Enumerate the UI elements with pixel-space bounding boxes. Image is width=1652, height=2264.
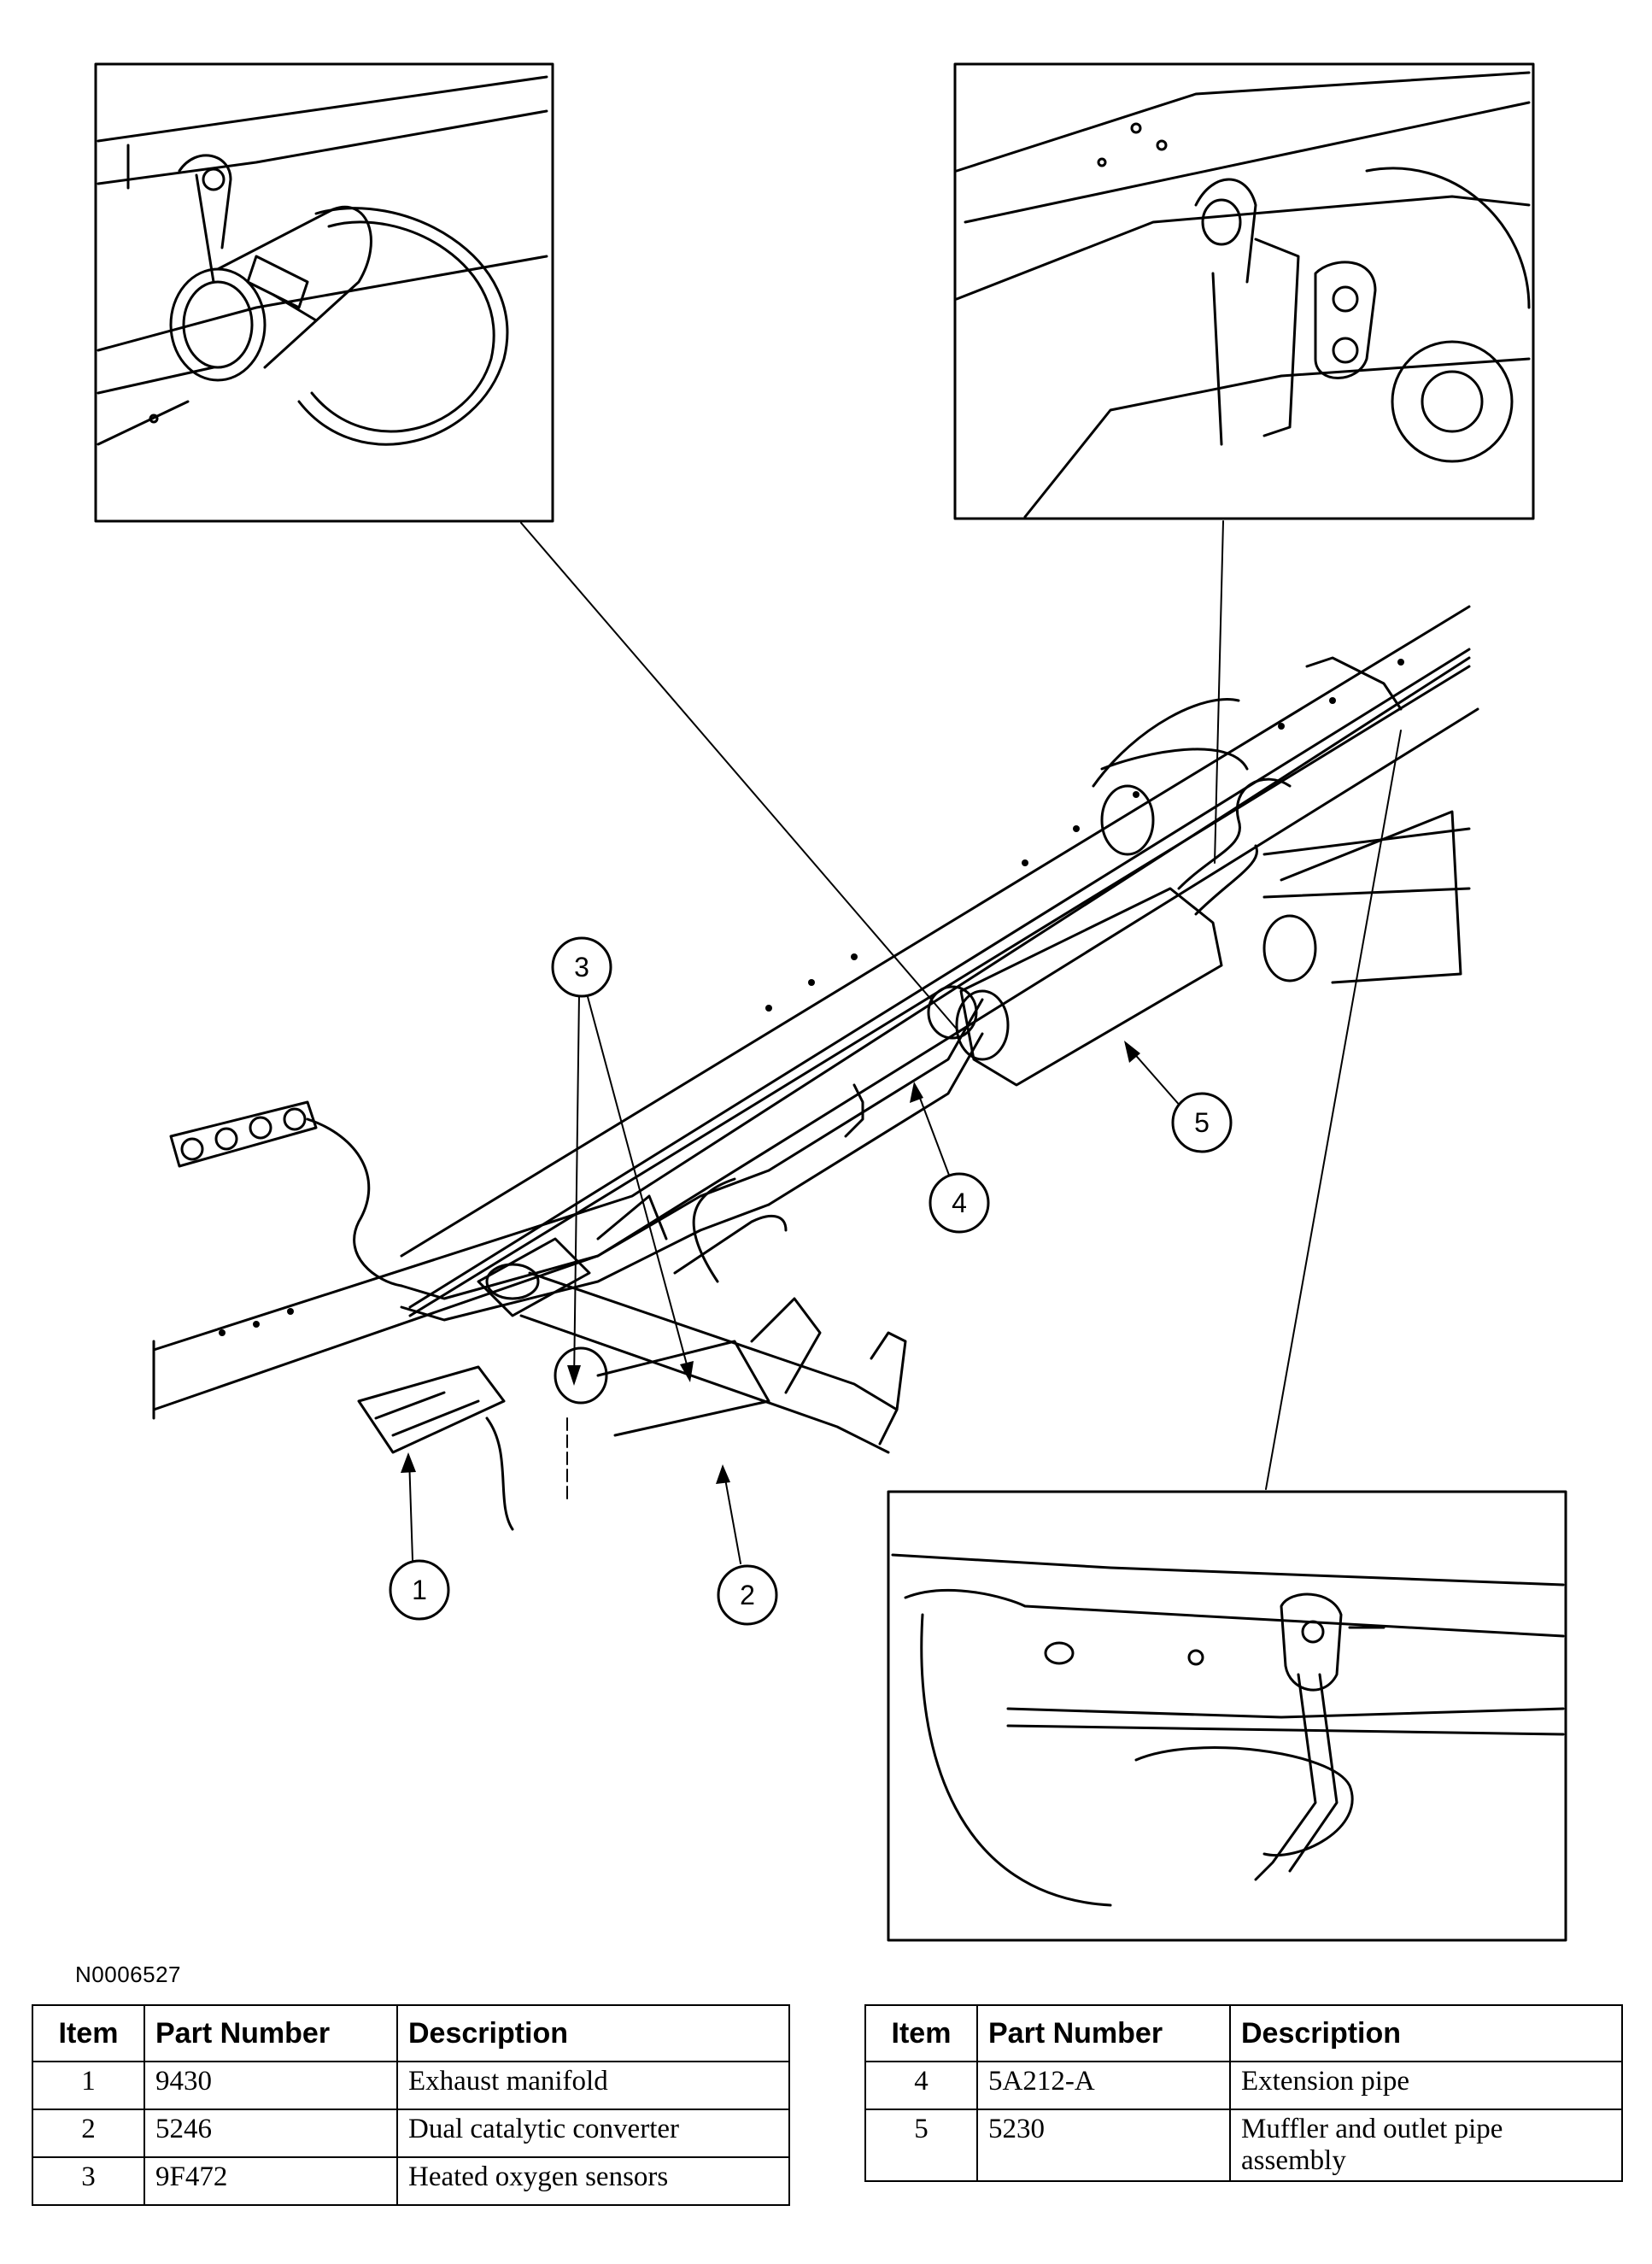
- item-cell: 3: [32, 2156, 145, 2206]
- frame-holes: [219, 659, 1404, 1336]
- description-cell: Exhaust manifold: [396, 2061, 790, 2110]
- description-cell: Muffler and outlet pipe assembly: [1229, 2109, 1623, 2182]
- table-row: 3 9F472 Heated oxygen sensors: [32, 2156, 790, 2206]
- table-header-row: Item Part Number Description: [864, 2004, 1623, 2062]
- exhaust-manifold-right: [357, 1365, 514, 1531]
- rear-axle: [1100, 748, 1471, 899]
- detail-inset-rear-hanger: [953, 62, 1535, 520]
- callout-2-label: 2: [740, 1580, 755, 1610]
- detail-inset-front-clamp: [94, 62, 554, 523]
- callout-4: 4: [929, 1172, 990, 1234]
- callout-2: 2: [717, 1564, 778, 1626]
- part-number-cell: 5A212-A: [976, 2061, 1231, 2110]
- description-header: Description: [1229, 2004, 1623, 2062]
- detail-inset-mid-hanger: [887, 1490, 1567, 1942]
- item-cell: 1: [32, 2061, 145, 2110]
- callout-1-label: 1: [412, 1575, 427, 1605]
- exhaust-system-diagram: 1 2 3 4 5: [94, 62, 1567, 1942]
- item-header: Item: [864, 2004, 978, 2062]
- callout-3: 3: [551, 936, 612, 998]
- item-cell: 4: [864, 2061, 978, 2110]
- exhaust-manifold-left: [169, 1100, 403, 1287]
- part-number-cell: 9430: [144, 2061, 398, 2110]
- part-number-cell: 5246: [144, 2109, 398, 2158]
- table-row: 2 5246 Dual catalytic converter: [32, 2109, 790, 2158]
- parts-table-left: Item Part Number Description 1 9430 Exha…: [32, 2004, 790, 2206]
- callout-arrowheads: [401, 1041, 1140, 1484]
- part-number-cell: 5230: [976, 2109, 1231, 2182]
- callout-1: 1: [389, 1559, 450, 1621]
- item-cell: 2: [32, 2109, 145, 2158]
- part-number-header: Part Number: [144, 2004, 398, 2062]
- description-cell: Heated oxygen sensors: [396, 2156, 790, 2206]
- extension-pipe: [767, 985, 984, 1206]
- parts-table-right: Item Part Number Description 4 5A212-A E…: [864, 2004, 1623, 2182]
- callout-3-label: 3: [574, 952, 589, 982]
- item-header: Item: [32, 2004, 145, 2062]
- description-cell: Extension pipe: [1229, 2061, 1623, 2110]
- callout-4-label: 4: [952, 1188, 967, 1218]
- table-row: 5 5230 Muffler and outlet pipe assembly: [864, 2109, 1623, 2182]
- part-number-header: Part Number: [976, 2004, 1231, 2062]
- part-number-cell: 9F472: [144, 2156, 398, 2206]
- table-row: 4 5A212-A Extension pipe: [864, 2061, 1623, 2110]
- callout-5: 5: [1171, 1092, 1233, 1153]
- y-pipe-converter: [400, 1169, 822, 1437]
- figure-id: N0006527: [75, 1962, 181, 1987]
- muffler-assembly: [955, 777, 1292, 1087]
- description-header: Description: [396, 2004, 790, 2062]
- table-row: 1 9430 Exhaust manifold: [32, 2061, 790, 2110]
- table-header-row: Item Part Number Description: [32, 2004, 790, 2062]
- item-cell: 5: [864, 2109, 978, 2182]
- description-cell: Dual catalytic converter: [396, 2109, 790, 2158]
- callout-5-label: 5: [1194, 1107, 1210, 1138]
